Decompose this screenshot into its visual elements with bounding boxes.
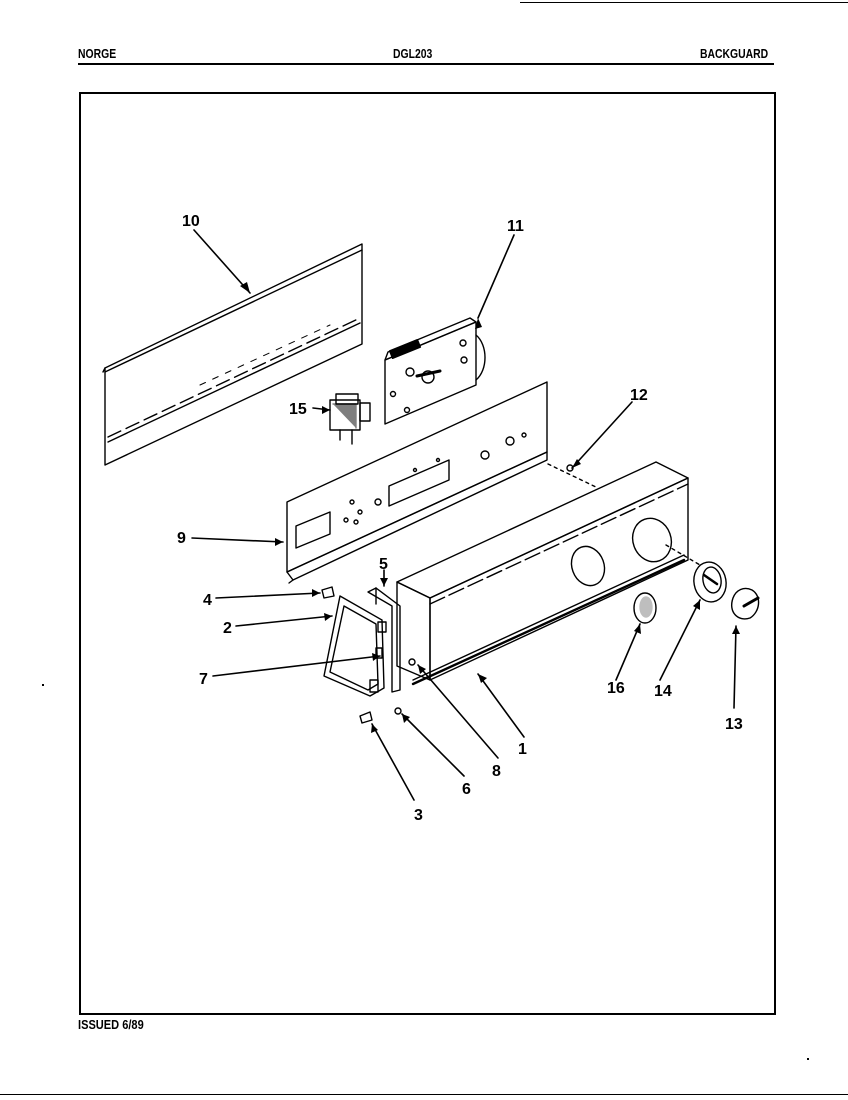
callout-3: 3 [414,807,423,824]
bottom-rule [0,1094,848,1095]
arrowheads [240,282,740,733]
callout-11: 11 [507,218,524,235]
model-label: DGL203 [393,46,433,61]
callout-7: 7 [199,671,208,688]
callout-5: 5 [379,556,388,573]
callout-4: 4 [203,592,212,609]
part-10-trim-strip [102,243,363,466]
callout-13: 13 [725,716,743,733]
section-label: BACKGUARD [700,46,769,61]
part-13-knob [731,587,760,620]
part-3-clip [359,711,373,724]
issued-date: ISSUED 6/89 [78,1017,144,1032]
header-rule [78,63,774,65]
callout-15: 15 [289,401,307,418]
part-8-screw [408,658,416,666]
callout-10: 10 [182,213,200,230]
callout-12: 12 [630,387,648,404]
part-11-control-module [384,317,486,425]
part-2-end-cap [323,595,387,697]
part-16-small-knob [633,592,657,624]
part-6-screw [394,707,402,715]
stray-mark [807,1058,809,1060]
diagram-frame [79,92,776,1015]
stray-mark [42,684,44,686]
callout-9: 9 [177,530,186,547]
callout-2: 2 [223,620,232,637]
leader-lines [191,229,737,801]
callout-16: 16 [607,680,625,697]
part-1-console [396,461,701,686]
part-14-dial [693,561,727,603]
part-15-switch [329,393,371,445]
part-9-back-panel [286,381,548,584]
callout-labels: 10 11 15 12 9 5 4 2 7 16 14 13 1 8 6 3 [177,213,743,824]
callout-1: 1 [518,741,527,758]
callout-6: 6 [462,781,471,798]
callout-8: 8 [492,763,501,780]
brand-label: NORGE [78,46,117,61]
top-rule [520,2,848,3]
part-4-clip [321,586,335,599]
part-5-bracket [367,587,401,693]
callout-14: 14 [654,683,672,700]
